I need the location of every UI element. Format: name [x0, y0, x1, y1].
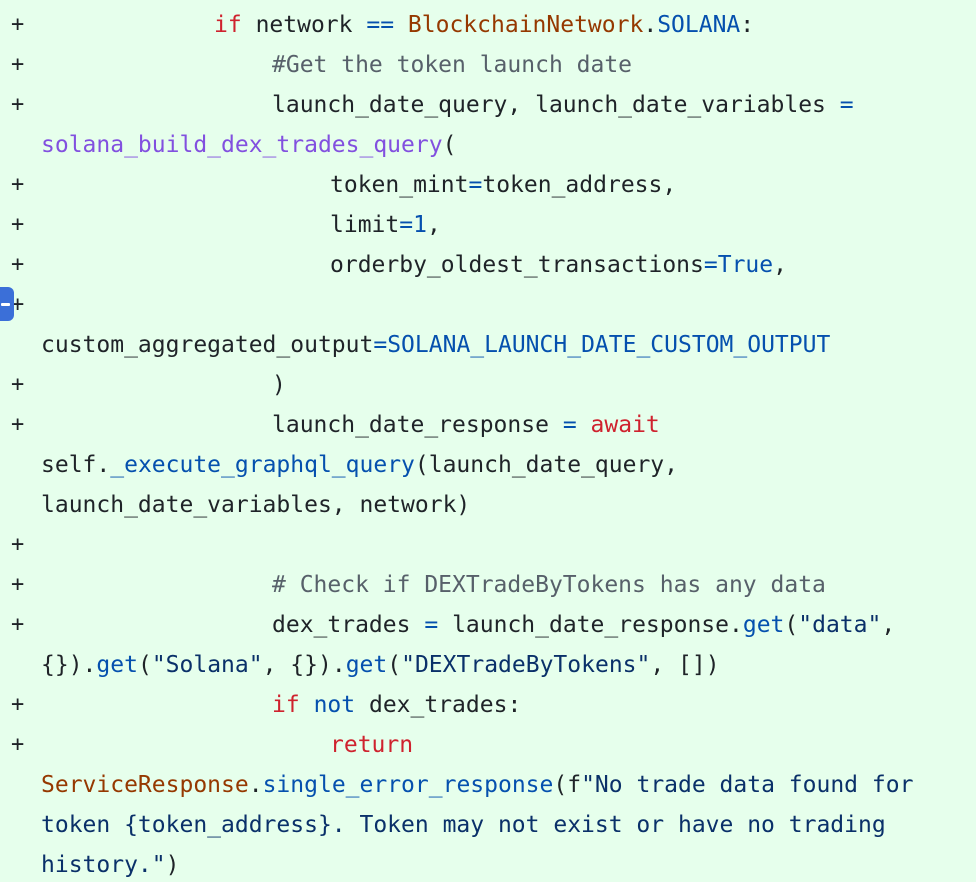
code-text: ServiceResponse.single_error_response(f"… [41, 772, 914, 798]
diff-line: + # Check if DEXTradeByTokens has any da… [0, 565, 976, 605]
diff-line: + [0, 285, 976, 325]
code-text: {}).get("Solana", {}).get("DEXTradeByTok… [41, 652, 720, 678]
diff-line: + orderby_oldest_transactions=True, [0, 245, 976, 285]
diff-line-wrap: ServiceResponse.single_error_response(f"… [0, 765, 976, 805]
expand-hunk-button[interactable] [0, 287, 14, 321]
code-text: token_mint=token_address, [330, 172, 677, 198]
code-text: launch_date_variables, network) [41, 492, 471, 518]
added-line-marker: + [11, 612, 25, 637]
diff-line: + launch_date_query, launch_date_variabl… [0, 85, 976, 125]
added-line-marker: + [11, 172, 25, 197]
code-text: limit=1, [330, 212, 441, 238]
code-text: self._execute_graphql_query(launch_date_… [41, 452, 678, 478]
added-line-marker: + [11, 532, 25, 557]
diff-line-wrap: {}).get("Solana", {}).get("DEXTradeByTok… [0, 645, 976, 685]
diff-line-wrap: token {token_address}. Token may not exi… [0, 805, 976, 845]
added-line-marker: + [11, 212, 25, 237]
added-line-marker: + [11, 732, 25, 757]
diff-line-wrap: history.") [0, 845, 976, 882]
diff-line: + #Get the token launch date [0, 45, 976, 85]
added-line-marker: + [11, 572, 25, 597]
diff-line: + limit=1, [0, 205, 976, 245]
code-text: ) [272, 372, 286, 398]
diff-line: + return [0, 725, 976, 765]
minus-icon [1, 302, 10, 306]
code-text: token {token_address}. Token may not exi… [41, 812, 886, 838]
added-line-marker: + [11, 252, 25, 277]
diff-line: + launch_date_response = await [0, 405, 976, 445]
added-line-marker: + [11, 372, 25, 397]
diff-line: + if network == BlockchainNetwork.SOLANA… [0, 5, 976, 45]
code-text: custom_aggregated_output=SOLANA_LAUNCH_D… [41, 332, 831, 358]
code-text: if not dex_trades: [272, 692, 522, 718]
diff-line: + [0, 525, 976, 565]
added-line-marker: + [11, 12, 25, 37]
added-line-marker: + [11, 92, 25, 117]
diff-line: + dex_trades = launch_date_response.get(… [0, 605, 976, 645]
diff-line: + token_mint=token_address, [0, 165, 976, 205]
added-line-marker: + [11, 292, 25, 317]
code-text: launch_date_query, launch_date_variables… [272, 92, 854, 118]
diff-line-wrap: self._execute_graphql_query(launch_date_… [0, 445, 976, 485]
added-line-marker: + [11, 52, 25, 77]
code-comment: #Get the token launch date [272, 52, 633, 78]
added-line-marker: + [11, 412, 25, 437]
code-text: orderby_oldest_transactions=True, [330, 252, 787, 278]
code-text: history.") [41, 852, 180, 878]
diff-line-wrap: launch_date_variables, network) [0, 485, 976, 525]
diff-line-wrap: solana_build_dex_trades_query( [0, 125, 976, 165]
added-line-marker: + [11, 692, 25, 717]
code-comment: # Check if DEXTradeByTokens has any data [272, 572, 826, 598]
code-text: return [330, 732, 414, 758]
code-text: solana_build_dex_trades_query( [41, 132, 457, 158]
diff-line: + ) [0, 365, 976, 405]
code-text: if network == BlockchainNetwork.SOLANA: [214, 12, 755, 38]
diff-line: + if not dex_trades: [0, 685, 976, 725]
code-text: dex_trades = launch_date_response.get("d… [272, 612, 896, 638]
code-text: launch_date_response = await [272, 412, 660, 438]
diff-line-wrap: custom_aggregated_output=SOLANA_LAUNCH_D… [0, 325, 976, 365]
